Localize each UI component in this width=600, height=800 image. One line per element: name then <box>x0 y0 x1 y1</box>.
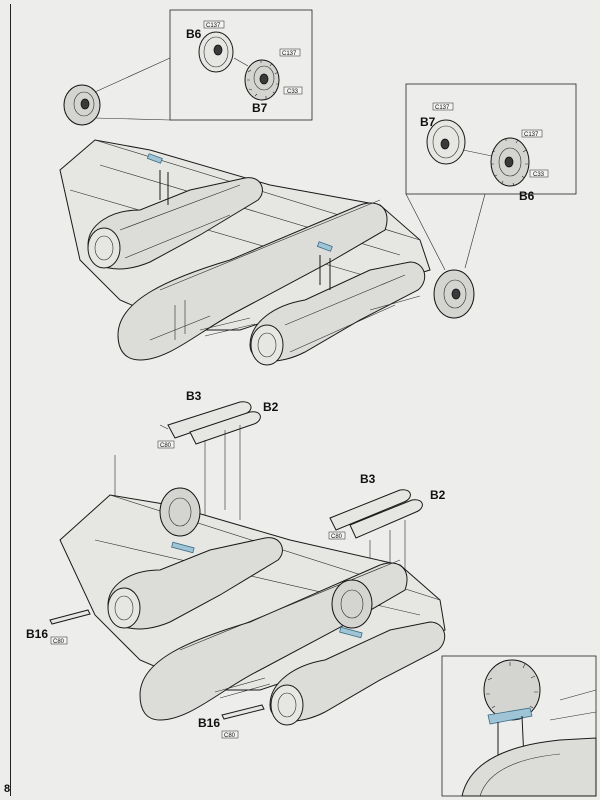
gear-door-pair-upper: B3 B2 C80 <box>157 389 279 449</box>
part-label-b7: B7 <box>252 101 268 115</box>
ref-c137: C137 <box>435 105 450 111</box>
detail-engine <box>461 737 597 797</box>
ref-box <box>521 129 543 138</box>
aircraft-top-view <box>59 139 431 366</box>
gear-door-b3 <box>329 489 411 531</box>
ref-c80: C80 <box>53 639 65 645</box>
ref-box <box>50 636 68 645</box>
ref-c33: C33 <box>533 172 545 178</box>
inset-box-left <box>169 9 313 121</box>
right-main-wheel <box>433 269 475 319</box>
detail-inset <box>441 655 597 797</box>
top-step: C137 C137 C33 B6 B7 <box>59 9 577 366</box>
part-b16-left: B16 C80 <box>26 609 91 645</box>
part-label-b7: B7 <box>420 115 436 129</box>
aircraft-bottom-view <box>59 487 446 726</box>
wheel-hub-b6 <box>198 31 234 73</box>
gear-strut-highlight <box>316 241 333 252</box>
gear-strut-highlight <box>339 626 363 639</box>
ref-box <box>283 86 303 95</box>
ref-box <box>279 48 301 57</box>
part-label-b3: B3 <box>186 389 202 403</box>
left-main-wheel <box>159 487 201 537</box>
part-label-b3: B3 <box>360 472 376 486</box>
leader-line <box>405 193 446 271</box>
part-label-b6: B6 <box>519 189 535 203</box>
leader-line <box>464 193 486 269</box>
part-label-b2: B2 <box>430 488 446 502</box>
ref-c137: C137 <box>206 23 221 29</box>
ref-c137: C137 <box>524 132 539 138</box>
part-b16-right: B16 C80 <box>198 704 265 739</box>
gear-door-b2 <box>349 499 423 539</box>
inset-box-right <box>405 83 577 195</box>
ref-c80: C80 <box>224 733 236 739</box>
part-label-b16: B16 <box>198 716 220 730</box>
leader-line <box>94 57 171 93</box>
gear-door-b2 <box>189 411 261 445</box>
right-main-wheel <box>331 579 373 629</box>
ref-c33: C33 <box>287 89 299 95</box>
page-number: 8 <box>4 783 11 795</box>
part-label-b2: B2 <box>263 400 279 414</box>
gear-strut-highlight <box>487 707 533 725</box>
left-engine <box>107 537 283 630</box>
ref-box <box>432 102 454 111</box>
ref-box <box>157 440 175 449</box>
bottom-step: B3 B2 C80 B3 B2 C80 <box>26 389 597 797</box>
ref-box <box>203 20 225 29</box>
ref-box <box>529 169 549 178</box>
left-engine <box>87 177 263 270</box>
ref-c80: C80 <box>331 534 343 540</box>
page-border <box>10 4 597 796</box>
left-main-wheel <box>63 84 101 126</box>
part-label-b16: B16 <box>26 627 48 641</box>
wheel-tire-b7 <box>244 59 280 101</box>
wheel-tire-b6 <box>490 137 530 187</box>
ref-c80: C80 <box>160 443 172 449</box>
gear-strut-highlight <box>171 541 195 554</box>
ref-box <box>328 531 346 540</box>
ref-box <box>221 730 239 739</box>
ref-c137: C137 <box>282 51 297 57</box>
gear-strut-highlight <box>146 153 163 164</box>
wheel-hub-b7 <box>426 119 466 165</box>
leader-line <box>94 117 171 121</box>
gear-door-pair-lower: B3 B2 C80 <box>328 472 446 540</box>
part-label-b6: B6 <box>186 27 202 41</box>
